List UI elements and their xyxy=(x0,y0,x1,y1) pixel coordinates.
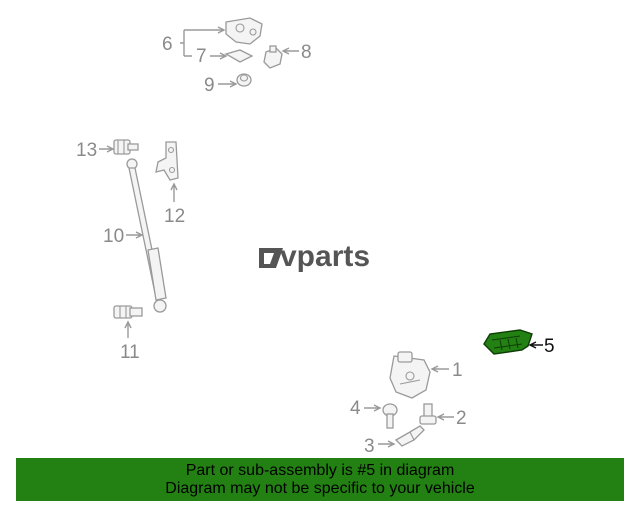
callout-5: 5 xyxy=(544,336,555,357)
part-1-latch-assembly[interactable] xyxy=(389,351,431,399)
callout-9: 9 xyxy=(204,75,215,96)
banner-line-part: Part or sub-assembly is #5 in diagram xyxy=(185,461,455,479)
callout-11: 11 xyxy=(120,342,140,363)
part-2-bolt[interactable] xyxy=(419,403,437,425)
leader-7 xyxy=(210,52,228,60)
part-12-mount-bracket[interactable] xyxy=(155,141,179,181)
leader-3 xyxy=(378,440,396,448)
part-3-bracket[interactable] xyxy=(394,425,425,447)
callout-3: 3 xyxy=(364,436,375,457)
leader-8 xyxy=(281,47,299,55)
leader-5 xyxy=(528,341,543,349)
callout-12: 12 xyxy=(164,206,185,227)
leader-4 xyxy=(364,404,382,412)
part-4-screw[interactable] xyxy=(382,403,398,429)
part-13-ball-stud[interactable] xyxy=(113,139,139,155)
leader-10 xyxy=(126,231,144,239)
callout-2: 2 xyxy=(456,408,467,429)
callout-1: 1 xyxy=(452,360,463,381)
part-7-hinge-plate[interactable] xyxy=(224,49,254,63)
callout-6: 6 xyxy=(162,34,173,55)
vparts-logo: vparts xyxy=(259,240,370,273)
part-info-banner: Part or sub-assembly is #5 in diagram Di… xyxy=(16,458,624,501)
callout-7: 7 xyxy=(196,46,207,67)
callout-13: 13 xyxy=(76,140,97,161)
part-6-hinge-bracket[interactable] xyxy=(225,17,263,45)
part-5-highlighted[interactable] xyxy=(483,329,533,355)
part-9-nut[interactable] xyxy=(236,73,252,87)
callout-10: 10 xyxy=(103,226,124,247)
part-11-ball-stud[interactable] xyxy=(113,305,143,319)
leader-11 xyxy=(124,320,132,338)
vparts-logo-text: vparts xyxy=(280,240,370,273)
part-8-bolt[interactable] xyxy=(263,45,283,69)
callout-8: 8 xyxy=(301,42,312,63)
callout-4: 4 xyxy=(350,398,361,419)
leader-2 xyxy=(436,413,454,421)
leader-1 xyxy=(430,365,449,373)
arrow-6 xyxy=(217,26,226,34)
leader-6 xyxy=(180,29,224,57)
part-10-lift-support-strut[interactable] xyxy=(126,158,167,313)
leader-9 xyxy=(218,80,238,88)
leader-13 xyxy=(99,145,115,153)
leader-12 xyxy=(170,182,178,202)
banner-line-disclaimer: Diagram may not be specific to your vehi… xyxy=(165,479,475,497)
